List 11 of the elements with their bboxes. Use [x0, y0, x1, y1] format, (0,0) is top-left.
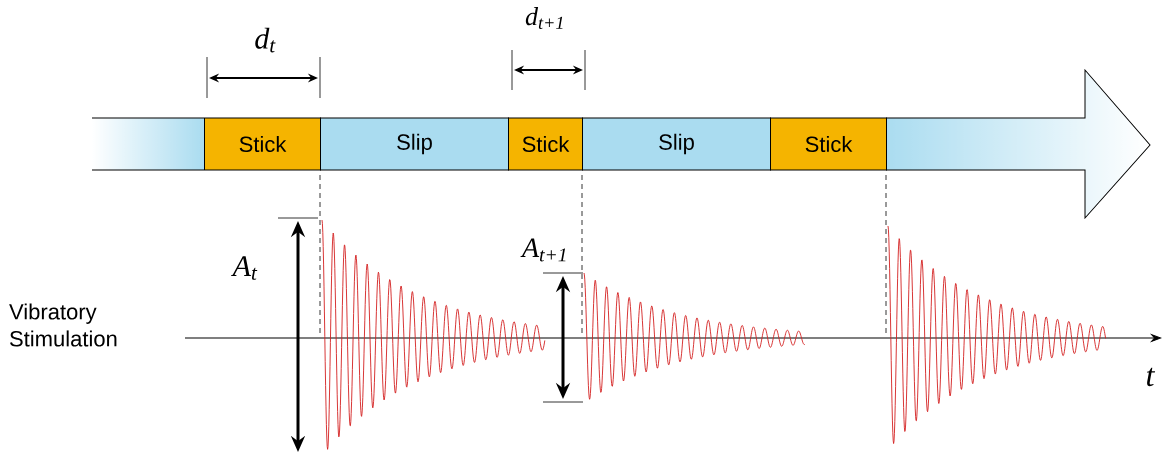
- stick-segment: Stick: [508, 117, 583, 171]
- dimension-label: A$_{t+1}$: [520, 238, 566, 262]
- dimension-label: A$_{t}$: [231, 256, 258, 280]
- dimension-label: d$_{t}$: [255, 27, 276, 53]
- stick-segment: Stick: [204, 117, 321, 171]
- axis-title: Vibratory Stimulation: [9, 303, 117, 347]
- slip-segment: Slip: [582, 117, 771, 171]
- axis-label: t: [1147, 367, 1156, 387]
- dimension-label: d$_{t+1}$: [525, 7, 563, 29]
- slip-segment: Slip: [320, 117, 509, 171]
- stick-segment: Stick: [770, 117, 887, 171]
